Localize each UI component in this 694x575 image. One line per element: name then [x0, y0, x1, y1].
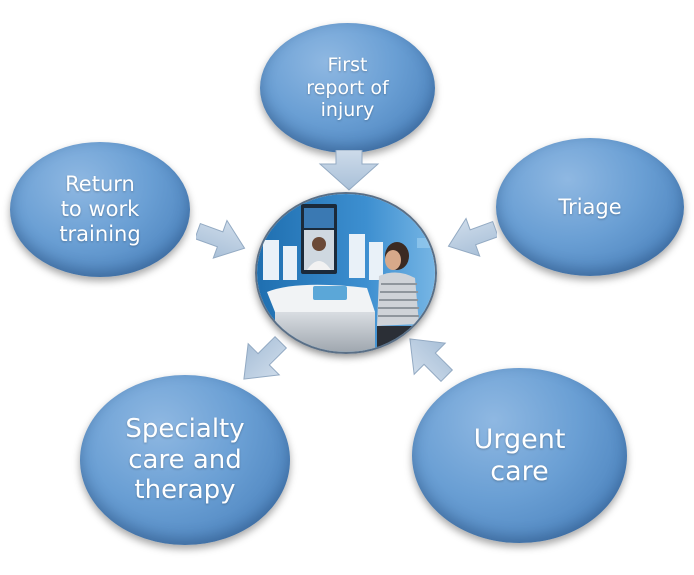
urgent-care-label: Urgent care [473, 423, 566, 487]
arrow-from-return-to-work [196, 219, 246, 259]
first-report-of-injury-node: First report of injury [260, 23, 435, 153]
arrow-from-first-report [318, 150, 380, 191]
telehealth-kiosk-illustration [257, 194, 435, 352]
specialty-care-and-therapy-node: Specialty care and therapy [80, 375, 290, 545]
triage-node: Triage [496, 138, 684, 276]
telehealth-kiosk-photo [255, 192, 437, 354]
return-to-work-training-node: Return to work training [10, 142, 190, 277]
arrow-from-triage [447, 217, 497, 257]
specialty-care-and-therapy-label: Specialty care and therapy [125, 413, 245, 506]
return-to-work-training-label: Return to work training [59, 172, 141, 246]
arrow-from-specialty-care [243, 335, 288, 380]
urgent-care-node: Urgent care [412, 368, 627, 543]
triage-label: Triage [558, 194, 622, 219]
first-report-of-injury-label: First report of injury [306, 54, 389, 122]
arrow-from-urgent-care [409, 338, 454, 383]
